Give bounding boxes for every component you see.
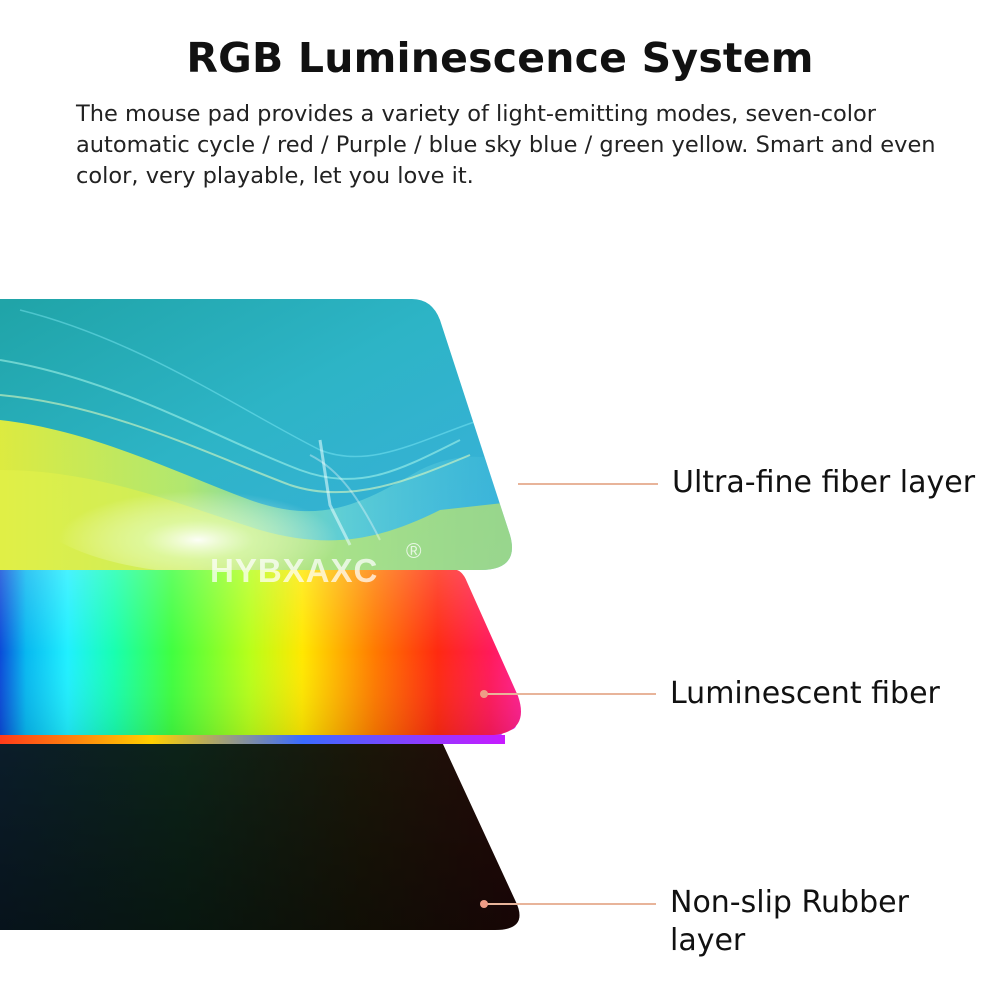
leader-lines [480,483,658,908]
label-non-slip-rubber-layer: Non-slip Rubber layer [670,885,909,958]
description-text: The mouse pad provides a variety of ligh… [76,101,936,189]
registered-mark: ® [406,540,422,563]
rubber-layer-shape [0,742,520,930]
leader-dot-luminescent [480,690,488,698]
label-luminescent-fiber: Luminescent fiber [670,676,940,711]
luminescent-layer-shape [0,569,521,744]
label-ultra-fine-fiber-layer: Ultra-fine fiber layer [672,465,976,500]
fiber-layer-shape [0,299,512,570]
leader-dot-rubber [480,900,488,908]
page-title: RGB Luminescence System [186,34,814,82]
brand-watermark: HYBXAXC [210,552,379,589]
